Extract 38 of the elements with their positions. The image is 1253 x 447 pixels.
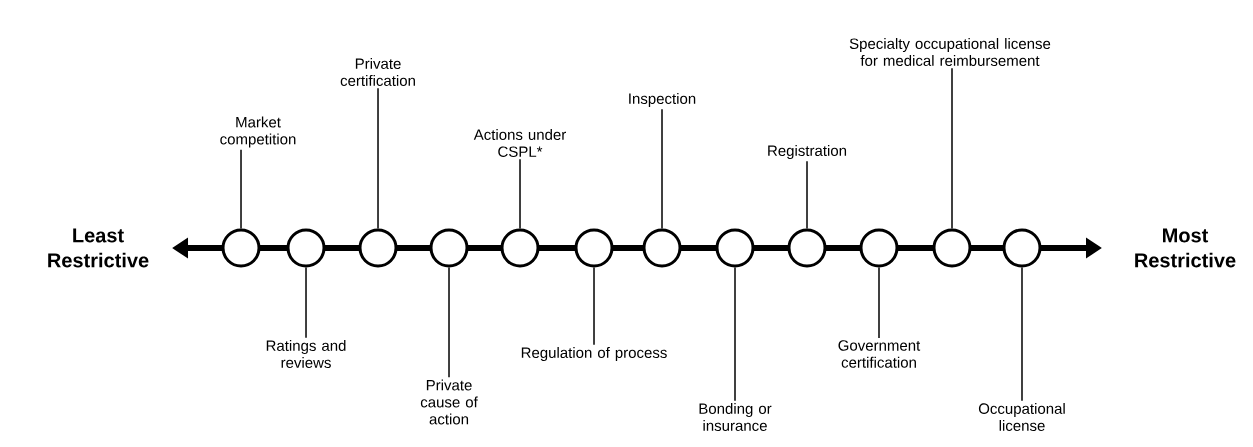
stage-marker (642, 228, 682, 268)
stage-marker (859, 228, 899, 268)
stage-label: Specialty occupational license for medical reimbursement (849, 38, 1051, 66)
leader-line (519, 158, 521, 230)
stage-label: Government certification (838, 340, 921, 368)
leader-line (240, 148, 242, 230)
end-label: Most Restrictive (1135, 228, 1236, 268)
leader-line (878, 266, 880, 339)
leader-line (377, 87, 379, 230)
stage-marker (574, 228, 614, 268)
stage-marker (787, 228, 827, 268)
leader-line (661, 108, 663, 230)
stage-label: Ratings and reviews (266, 340, 346, 368)
stage-marker (932, 228, 972, 268)
stage-label: Regulation of process (521, 347, 667, 361)
stage-marker (500, 228, 540, 268)
stage-label: Inspection (629, 93, 696, 107)
stage-label: Private certification (340, 58, 415, 86)
leader-line (806, 160, 808, 230)
stage-marker (1002, 228, 1042, 268)
leader-line (1021, 266, 1023, 402)
stage-label: Occupational license (978, 403, 1065, 431)
end-label: Least Restrictive (48, 228, 149, 268)
stage-label: Registration (768, 145, 847, 159)
leader-line (448, 266, 450, 379)
leader-line (951, 67, 953, 230)
stage-marker (715, 228, 755, 268)
stage-label: Market competition (220, 116, 296, 148)
leader-line (593, 266, 595, 346)
stage-marker (221, 228, 261, 268)
leader-line (734, 266, 736, 402)
stage-marker (429, 228, 469, 268)
stage-label: Actions under CSPL* (473, 129, 566, 157)
stage-label: Private cause of action (420, 379, 478, 425)
leader-line (305, 266, 307, 339)
stage-marker (358, 228, 398, 268)
stage-marker (286, 228, 326, 268)
stage-label: Bonding or insurance (699, 403, 772, 431)
